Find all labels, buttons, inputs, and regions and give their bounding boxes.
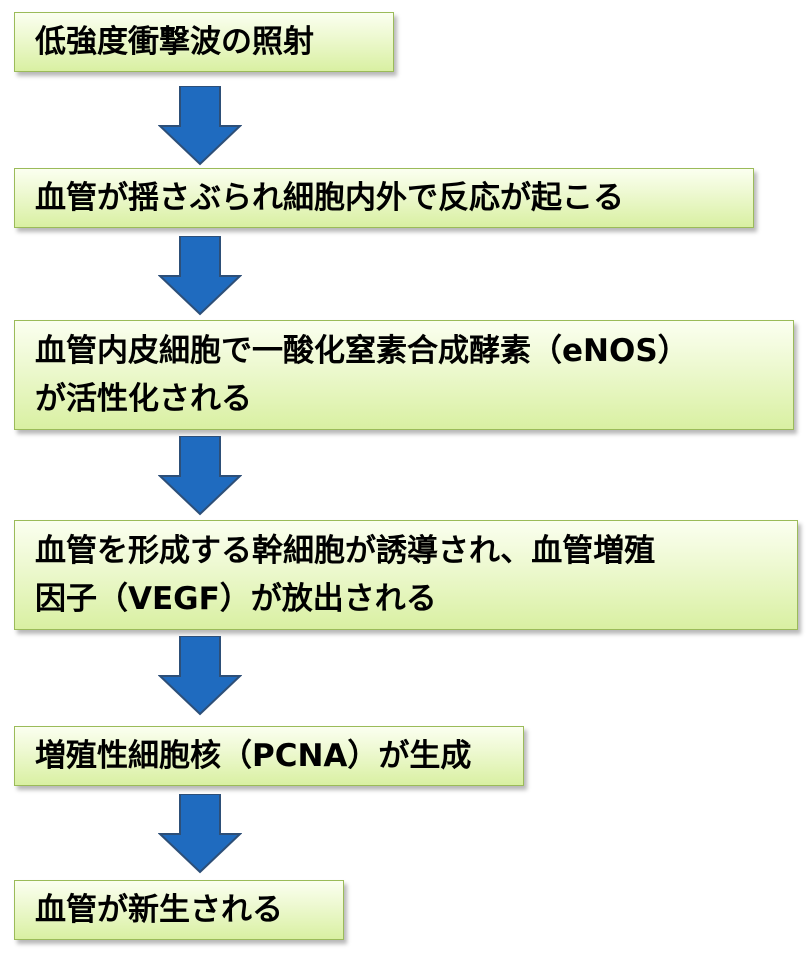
- step-3-box: 血管内皮細胞で一酸化窒素合成酵素（eNOS） が活性化される: [14, 320, 794, 430]
- step-3-text-line-1: 血管内皮細胞で一酸化窒素合成酵素（eNOS）: [35, 333, 689, 369]
- step-5-text: 増殖性細胞核（PCNA）が生成: [35, 738, 472, 774]
- step-2-text: 血管が揺さぶられ細胞内外で反応が起こる: [35, 180, 624, 216]
- step-1-text: 低強度衝撃波の照射: [35, 24, 314, 60]
- step-4-box: 血管を形成する幹細胞が誘導され、血管増殖 因子（VEGF）が放出される: [14, 520, 798, 630]
- step-5-box: 増殖性細胞核（PCNA）が生成: [14, 726, 524, 786]
- step-4-text-line-1: 血管を形成する幹細胞が誘導され、血管増殖: [35, 533, 656, 569]
- step-1-box: 低強度衝撃波の照射: [14, 12, 394, 72]
- down-arrow-icon: [158, 86, 242, 166]
- down-arrow-icon: [158, 794, 242, 874]
- down-arrow-icon: [158, 236, 242, 316]
- step-6-text: 血管が新生される: [35, 892, 283, 928]
- step-6-box: 血管が新生される: [14, 880, 344, 940]
- step-2-box: 血管が揺さぶられ細胞内外で反応が起こる: [14, 168, 754, 228]
- down-arrow-icon: [158, 436, 242, 516]
- step-3-text-line-2: が活性化される: [35, 381, 252, 417]
- step-4-text-line-2: 因子（VEGF）が放出される: [35, 581, 437, 617]
- down-arrow-icon: [158, 636, 242, 716]
